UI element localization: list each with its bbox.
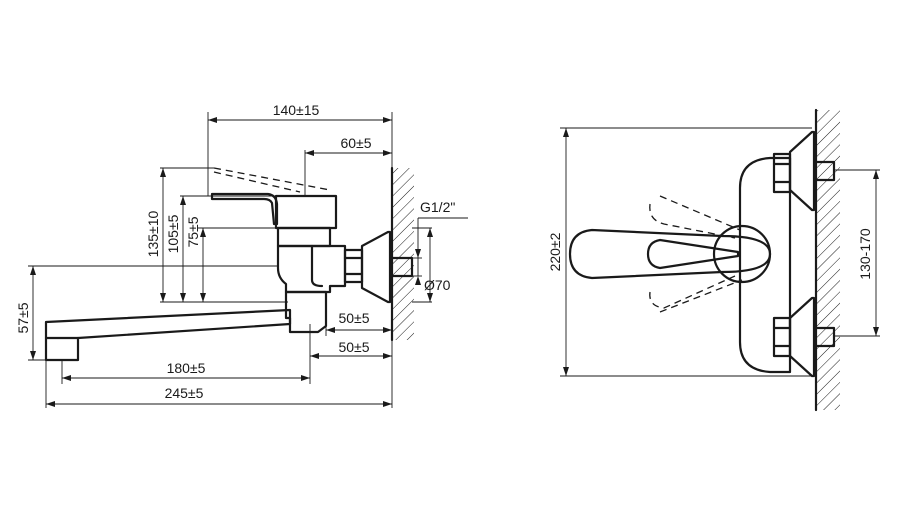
front-body [738,156,792,374]
dim-50b-arrow-r [383,353,392,359]
dim-75-arrow-t [200,228,206,237]
side-stub [390,256,414,278]
front-handle-dashed-down [649,275,743,313]
dim-70-arrow-t [427,228,433,237]
dim-220-arrow-b [563,367,569,376]
dim-75-arrow-b [200,293,206,302]
dim-245-arrow-l [46,401,55,407]
dim-57-label: 57±5 [15,302,31,333]
dim-105-arrow-b [180,293,186,302]
front-wall-hatch [816,110,840,410]
dim-60-label: 60±5 [340,135,371,151]
dim-140-arrow-l [208,117,217,123]
front-upper-stub [814,160,836,182]
dim-135-arrow-t [160,168,166,177]
side-union [360,230,392,304]
dim-57-arrow-t [30,266,36,275]
dim-50b-label: 50±5 [338,339,369,355]
dim-57-arrow-b [30,351,36,360]
dim-g12-arrow-b [415,276,421,285]
side-body-cap [274,194,338,230]
dim-130-arrow-t [873,170,879,179]
front-handle-dashed-up [649,195,741,239]
side-body-main [276,244,347,294]
dim-50a-arrow-r [383,327,392,333]
dim-180-label: 180±5 [167,360,206,376]
dim-g12-label: G1/2" [420,199,455,215]
side-spout [44,308,292,362]
dim-60-arrow-r [383,150,392,156]
dim-140-label: 140±15 [273,102,320,118]
dim-245-label: 245±5 [165,385,204,401]
front-handle-hub [712,224,772,284]
side-lever [210,192,279,226]
front-view: 220±2 130-170 [547,108,880,412]
side-body-groove [310,244,324,288]
front-upper-hex [772,152,792,194]
dim-180-arrow-r [301,375,310,381]
dim-105-arrow-t [180,196,186,205]
dim-135-label: 135±10 [145,210,161,257]
dim-60-arrow-l [305,150,314,156]
dim-180-arrow-l [62,375,71,381]
dim-50a-label: 50±5 [338,310,369,326]
dim-75-label: 75±5 [185,216,201,247]
front-lower-stub [814,326,836,348]
side-wall [390,166,414,342]
side-hex-nut [343,248,364,284]
side-spout-collar [284,290,328,334]
front-handle-inner [646,238,740,270]
front-handle [568,228,772,280]
dim-50b-arrow-l [310,353,319,359]
dim-g12-arrow-t [415,249,421,258]
dim-70-arrow-b [427,293,433,302]
dim-130-arrow-b [873,327,879,336]
front-lower-union [788,296,816,378]
side-body-upper [276,226,332,248]
dim-220-label: 220±2 [547,232,563,271]
dim-130-label: 130-170 [857,228,873,280]
side-lever-dashed [213,167,331,193]
side-wall-hatch [392,168,414,340]
front-upper-union [788,130,816,212]
dim-70-label: Ø70 [424,277,451,293]
dim-220-arrow-t [563,128,569,137]
dim-105-label: 105±5 [165,214,181,253]
dim-50a-arrow-l [326,327,335,333]
dim-245-arrow-r [383,401,392,407]
dim-140-arrow-r [383,117,392,123]
front-wall [814,108,840,412]
dim-135-arrow-b [160,293,166,302]
front-lower-hex [772,316,792,358]
side-view: 140±15 60±5 135±10 105±5 75±5 57±5 G1/2" [15,102,468,408]
